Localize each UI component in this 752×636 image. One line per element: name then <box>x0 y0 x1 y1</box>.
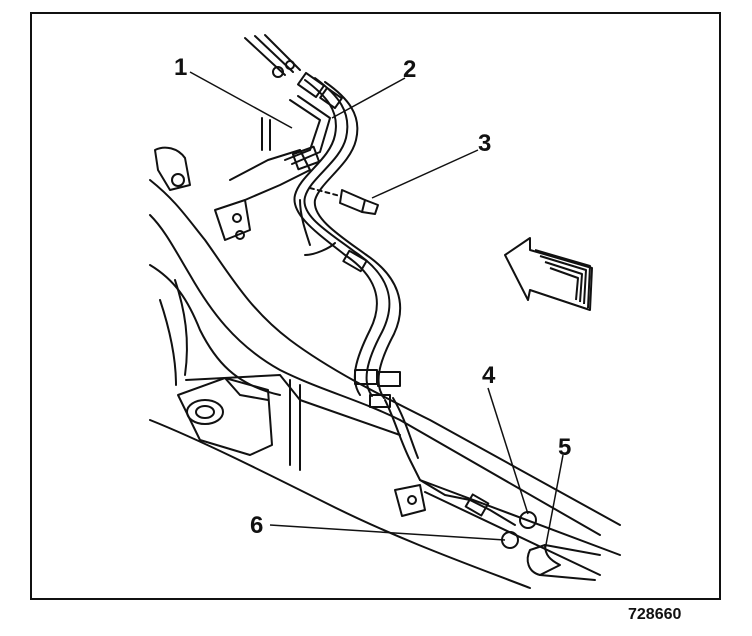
callout-4: 4 <box>482 362 496 389</box>
line-fittings <box>291 71 490 517</box>
frame-mount-bracket <box>177 377 273 456</box>
mounting-bolt <box>309 187 379 215</box>
frame-rail <box>149 179 621 589</box>
front-direction-arrow-icon <box>504 237 593 311</box>
brake-lines <box>284 77 516 526</box>
callout-5: 5 <box>558 434 572 461</box>
callout-3: 3 <box>478 130 492 157</box>
figure-number: 728660 <box>628 606 682 623</box>
wire-bundle <box>244 34 301 78</box>
leader-lines <box>189 71 564 551</box>
callout-1: 1 <box>174 54 188 81</box>
diagram-frame <box>30 12 721 600</box>
callout-6: 6 <box>250 512 264 539</box>
upper-bracket <box>154 117 311 241</box>
callout-2: 2 <box>403 56 417 83</box>
